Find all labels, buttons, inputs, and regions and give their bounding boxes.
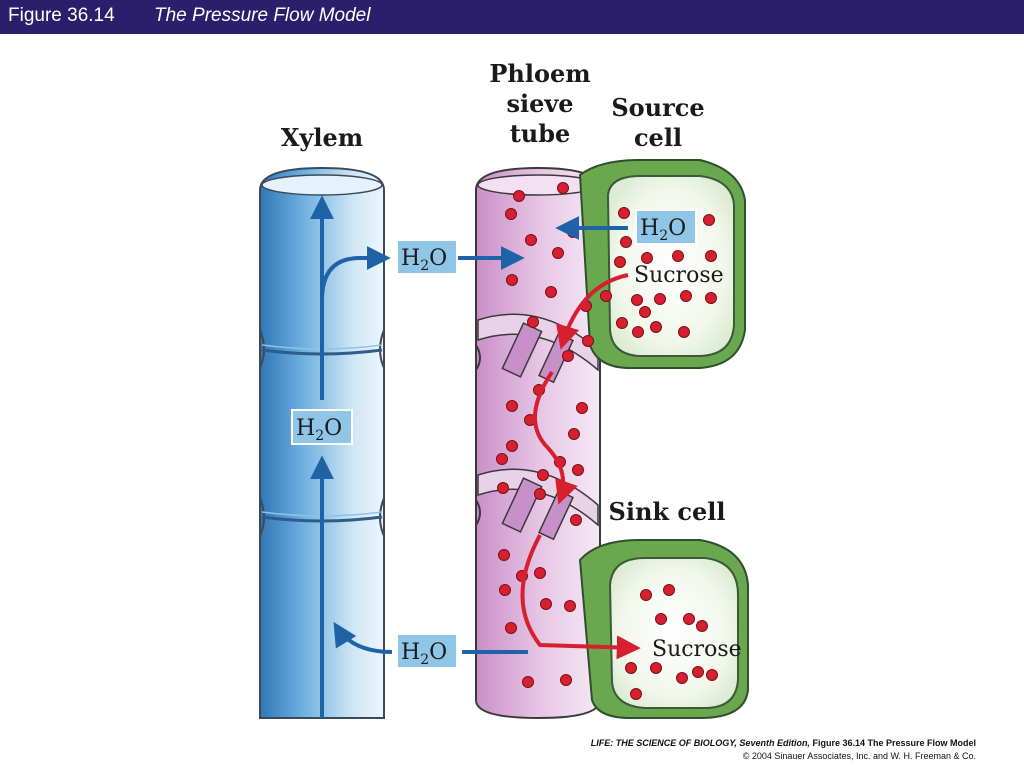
sucrose-label-sink: Sucrose	[652, 637, 742, 662]
sucrose-dot	[618, 207, 630, 219]
sucrose-dot	[655, 613, 667, 625]
sucrose-dot	[672, 250, 684, 262]
sucrose-dot	[650, 321, 662, 333]
sucrose-dot	[537, 469, 549, 481]
book-title: LIFE: THE SCIENCE OF BIOLOGY, Seventh Ed…	[590, 738, 810, 748]
sucrose-dot	[497, 482, 509, 494]
sucrose-dot	[534, 567, 546, 579]
sucrose-dot	[496, 453, 508, 465]
sucrose-dot	[614, 256, 626, 268]
figure-credit: Figure 36.14 The Pressure Flow Model	[812, 738, 976, 748]
sucrose-dot	[505, 622, 517, 634]
sucrose-dot	[498, 549, 510, 561]
sucrose-dot	[505, 208, 517, 220]
phloem-label-line3: tube	[510, 119, 571, 148]
sucrose-dot	[525, 234, 537, 246]
sucrose-dot	[557, 182, 569, 194]
sucrose-dot	[506, 440, 518, 452]
sucrose-from-source-arrow	[556, 273, 629, 350]
sucrose-dot	[680, 290, 692, 302]
sucrose-dot	[562, 350, 574, 362]
sucrose-dot	[506, 400, 518, 412]
sucrose-dot	[654, 293, 666, 305]
h2o-label-xylem: H2O	[291, 409, 353, 445]
sucrose-dot	[639, 306, 651, 318]
sucrose-dot	[527, 316, 539, 328]
sucrose-dot	[582, 335, 594, 347]
book-credit: LIFE: THE SCIENCE OF BIOLOGY, Seventh Ed…	[591, 738, 976, 748]
sucrose-dot	[676, 672, 688, 684]
xylem-label: Xylem	[281, 123, 363, 152]
sucrose-dot	[552, 247, 564, 259]
sucrose-dot	[545, 286, 557, 298]
sucrose-dot	[706, 669, 718, 681]
sucrose-dot	[705, 250, 717, 262]
sucrose-dot	[568, 428, 580, 440]
sucrose-dot	[663, 584, 675, 596]
source-cell-label-line1: Source	[611, 93, 704, 122]
sucrose-dot	[640, 589, 652, 601]
sucrose-label-source: Sucrose	[634, 263, 724, 288]
sucrose-dot	[630, 688, 642, 700]
sucrose-dot	[522, 676, 534, 688]
figure-number: Figure 36.14	[8, 5, 115, 26]
phloem-to-xylem-arrow	[333, 621, 393, 654]
sucrose-dot	[683, 613, 695, 625]
sucrose-dot	[631, 294, 643, 306]
sucrose-dot	[560, 674, 572, 686]
copyright: © 2004 Sinauer Associates, Inc. and W. H…	[742, 751, 976, 761]
phloem-sieve-tube	[475, 166, 601, 720]
h2o-label-source: H2O	[635, 209, 697, 245]
sucrose-dot	[692, 666, 704, 678]
svg-text:H2O: H2O	[401, 246, 447, 274]
sucrose-dot	[564, 600, 576, 612]
svg-text:H2O: H2O	[640, 216, 686, 244]
sucrose-dot	[625, 662, 637, 674]
sucrose-flow-arrow	[533, 370, 578, 505]
phloem-label-line2: sieve	[506, 89, 573, 118]
sucrose-dot	[506, 274, 518, 286]
sucrose-dot	[705, 292, 717, 304]
sucrose-dot	[513, 190, 525, 202]
sucrose-dot	[678, 326, 690, 338]
figure-title: The Pressure Flow Model	[154, 5, 371, 26]
figure-header: Figure 36.14 The Pressure Flow Model	[0, 0, 1024, 34]
sucrose-dot	[703, 214, 715, 226]
sucrose-dot	[600, 290, 612, 302]
sucrose-dot	[650, 662, 662, 674]
source-cell-label-line2: cell	[634, 123, 682, 152]
sucrose-dot	[534, 488, 546, 500]
sucrose-dot	[540, 598, 552, 610]
sucrose-dot	[572, 464, 584, 476]
h2o-label-top: H2O	[396, 239, 458, 275]
h2o-label-bottom: H2O	[396, 633, 458, 669]
sucrose-dot	[499, 584, 511, 596]
sucrose-dot	[641, 252, 653, 264]
xylem-to-phloem-arrow	[320, 246, 391, 301]
sucrose-dot	[696, 620, 708, 632]
sink-cell-label: Sink cell	[609, 497, 726, 526]
sucrose-to-sink-arrow	[520, 534, 641, 660]
sucrose-dot	[632, 326, 644, 338]
sucrose-dot	[620, 236, 632, 248]
sucrose-dot	[616, 317, 628, 329]
sucrose-dot	[576, 402, 588, 414]
svg-text:H2O: H2O	[401, 640, 447, 668]
svg-text:H2O: H2O	[296, 416, 342, 444]
sucrose-dot	[570, 514, 582, 526]
sink-cell	[578, 539, 749, 719]
phloem-label-line1: Phloem	[489, 59, 590, 88]
